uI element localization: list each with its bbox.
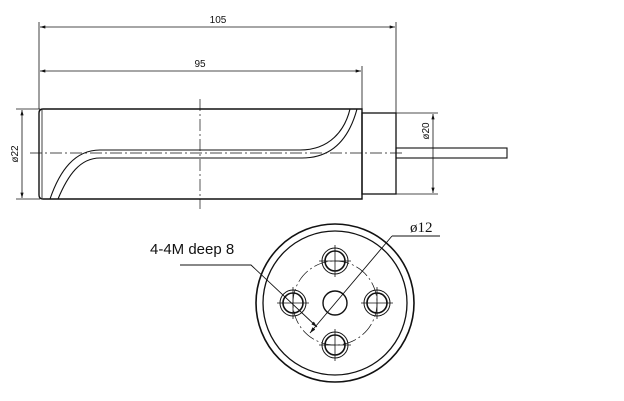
groove-lower — [57, 108, 358, 200]
thread-note-leader — [180, 264, 318, 328]
threaded-hole — [277, 287, 309, 319]
side-view: 105 95 ø22 ø20 — [10, 15, 508, 209]
hub — [361, 112, 397, 195]
dimension-105-label: 105 — [210, 15, 227, 26]
threaded-hole — [319, 329, 351, 361]
threaded-hole — [361, 287, 393, 319]
end-view: 4-4M deep 8 ø12 — [150, 220, 440, 383]
threaded-holes — [277, 245, 393, 361]
cable — [395, 147, 508, 159]
dimension-d20-label: ø20 — [421, 122, 432, 140]
dimension-d12-label: ø12 — [410, 220, 433, 236]
sensor-body — [38, 108, 363, 200]
center-hole — [322, 290, 348, 316]
dimension-d22-label: ø22 — [10, 145, 21, 163]
dimension-95-label: 95 — [194, 59, 206, 70]
outer-circle — [255, 223, 415, 383]
thread-note-label: 4-4M deep 8 — [150, 241, 234, 258]
inner-circle — [262, 230, 408, 376]
threaded-hole — [319, 245, 351, 277]
dimension-line-d12 — [309, 235, 393, 334]
